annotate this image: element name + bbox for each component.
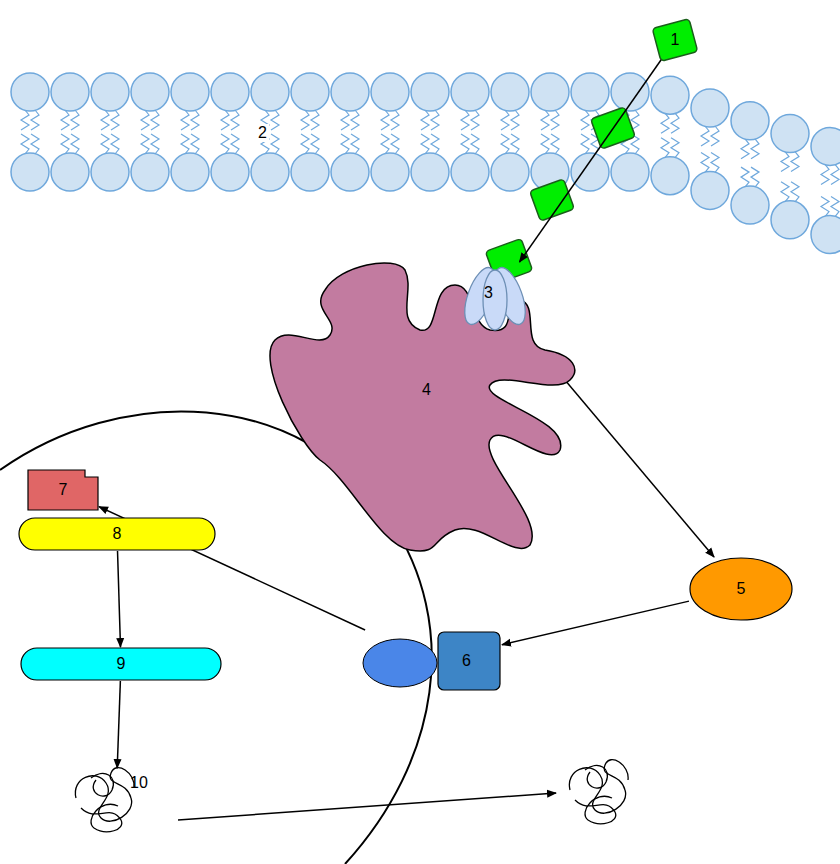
arrow-connector (502, 601, 689, 645)
arrow-connector (118, 551, 121, 647)
kinase-ellipse: 5 (689, 557, 793, 621)
callout-number: 1 (671, 31, 680, 49)
receptor: 3 (458, 262, 532, 332)
transcription-factor-shape (362, 630, 502, 692)
callout-number: 8 (113, 525, 122, 543)
dna-bar: 8 (18, 517, 216, 551)
endoplasmic-reticulum-shape (262, 258, 582, 558)
callout-number: 7 (59, 481, 68, 499)
callout-number: 3 (484, 284, 493, 302)
endoplasmic-reticulum: 4 (262, 258, 582, 558)
arrow-connector (117, 681, 120, 768)
cell-membrane: 2 (0, 70, 840, 250)
callout-number: 5 (737, 580, 746, 598)
secretion-arrow (178, 793, 556, 820)
transcription-factor: 6 (362, 630, 502, 692)
hormone-box: 1 (655, 22, 695, 58)
receptor-shape (458, 262, 532, 332)
secreted-protein (569, 760, 628, 824)
callout-number: 10 (130, 774, 148, 792)
protein: 10 (68, 768, 164, 834)
protein-shape (68, 768, 164, 834)
callout-number: 4 (422, 381, 431, 399)
mrna-bar: 9 (20, 647, 222, 681)
gene-box: 7 (27, 469, 99, 511)
cell-membrane-shape (0, 70, 840, 250)
arrow-connector (520, 58, 663, 262)
callout-number: 2 (256, 124, 269, 142)
callout-number: 9 (117, 655, 126, 673)
callout-number: 6 (462, 652, 471, 670)
